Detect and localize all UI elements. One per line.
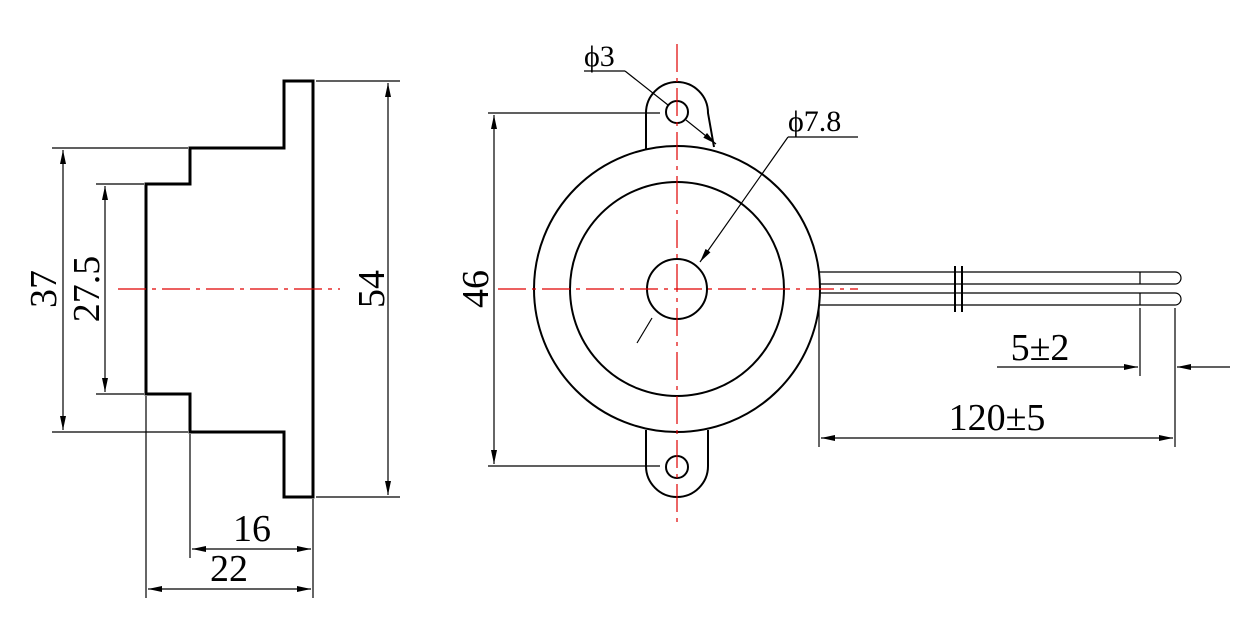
side-profile xyxy=(144,79,315,499)
dim-wire-length: 120±5 xyxy=(949,397,1046,439)
front-view: 46 ϕ3 ϕ7.8 120±5 5±2 xyxy=(455,40,1230,528)
dim-body-diameter: 46 xyxy=(455,270,497,308)
leader-sound-hole xyxy=(699,136,789,263)
dim-depth-inner: 16 xyxy=(233,508,271,550)
lead-wires xyxy=(819,266,1182,312)
dim-mount-hole: ϕ3 xyxy=(584,40,615,73)
dim-depth-total: 22 xyxy=(210,548,248,590)
dim-body-height: 37 xyxy=(23,270,65,308)
side-view: 54 37 27.5 16 22 xyxy=(23,79,400,598)
dim-overall-height: 54 xyxy=(351,270,393,308)
dim-front-height: 27.5 xyxy=(66,256,108,323)
leader-mount-hole xyxy=(685,119,717,145)
dim-sound-hole: ϕ7.8 xyxy=(788,105,841,138)
mount-ear-top xyxy=(645,81,715,150)
dim-wire-strip: 5±2 xyxy=(1011,327,1070,369)
